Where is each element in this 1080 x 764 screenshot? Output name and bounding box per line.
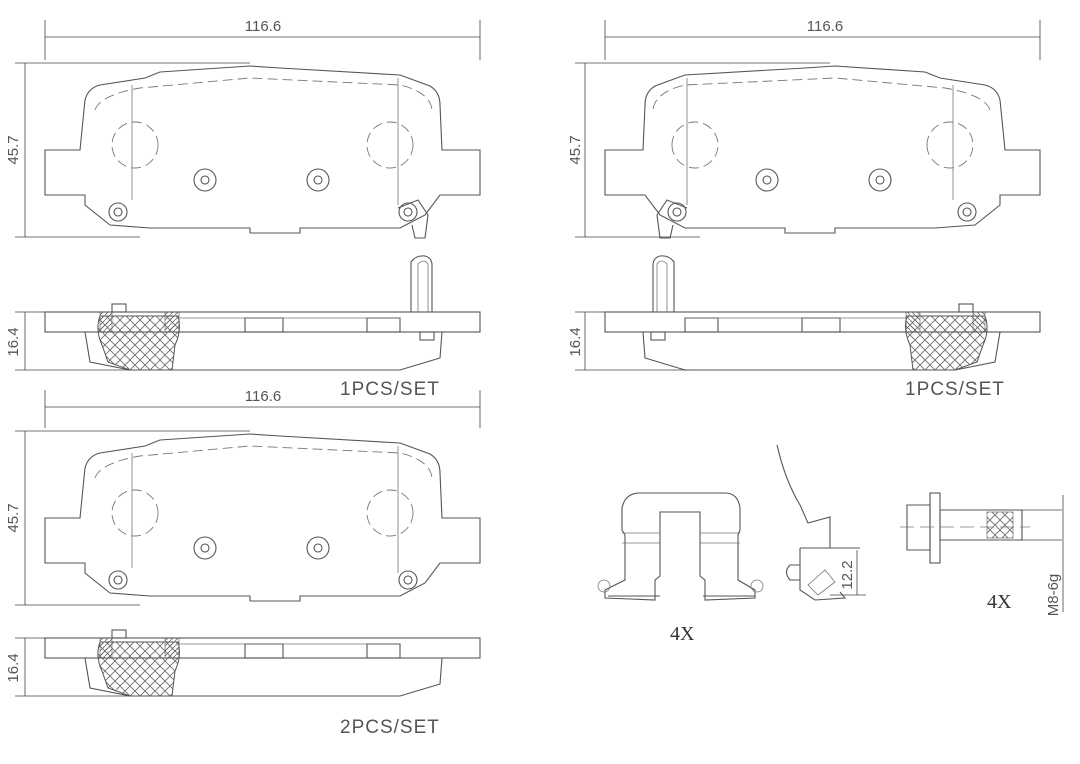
thickness-label: 16.4 [567,327,584,356]
width-label: 116.6 [245,18,281,35]
pad-side-view-outer [604,255,1041,371]
guide-bolt [900,492,1064,612]
width-label: 116.6 [245,388,281,405]
bolt-quantity-label: 4X [987,591,1012,613]
dimension-sensor-height: 12.2 [830,550,866,596]
quantity-label-1: 1PCS/SET [340,379,440,400]
clip-quantity-label: 4X [670,623,695,645]
dimension-height-3: 45.7 [5,430,250,606]
pad-front-view-outer [604,65,1041,239]
dimension-width-3: 116.6 [44,388,481,428]
thickness-label: 16.4 [5,327,22,356]
pad-front-view-inner [44,65,481,239]
pad-side-view-inner [44,255,481,371]
pad-front-view-third [44,433,481,602]
wear-sensor [776,444,860,601]
quantity-label-3: 2PCS/SET [340,717,440,738]
dimension-thickness-1: 16.4 [5,311,130,371]
height-label: 45.7 [5,135,22,164]
thickness-label: 16.4 [5,653,22,682]
bolt-thread-label: M8-6g [1045,574,1062,617]
dimension-width-2: 116.6 [604,18,1041,60]
height-label: 45.7 [5,503,22,532]
dimension-width-1: 116.6 [44,18,481,60]
dimension-thickness-3: 16.4 [5,637,130,697]
height-label: 45.7 [567,135,584,164]
abutment-clip [597,492,764,601]
width-label: 116.6 [807,18,843,35]
dimension-height-1: 45.7 [5,62,250,238]
sensor-height-label: 12.2 [839,560,856,589]
pad-side-view-third [44,629,481,697]
dimension-thickness-2: 16.4 [567,311,690,371]
quantity-label-2: 1PCS/SET [905,379,1005,400]
dimension-height-2: 45.7 [567,62,830,238]
